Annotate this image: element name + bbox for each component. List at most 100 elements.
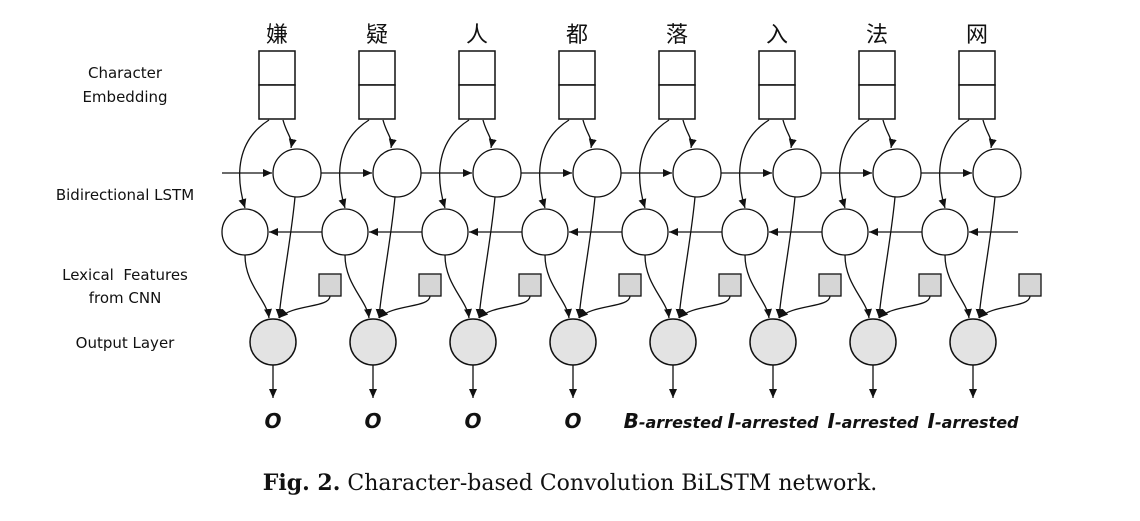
edge-embed-backward	[338, 119, 370, 209]
output-tag-prefix: O	[264, 409, 281, 433]
edge-embed-forward	[982, 119, 997, 149]
edge-embed-backward	[638, 119, 670, 209]
embedding-cell-top	[758, 50, 796, 86]
cnn-feature-square	[1018, 273, 1042, 297]
edge-backward-output	[544, 254, 572, 319]
cnn-feature-square	[718, 273, 742, 297]
backward-lstm-node	[221, 208, 269, 256]
edge-forward-output	[475, 196, 496, 319]
edge-forward-output	[575, 196, 596, 319]
edge-backward-output	[944, 254, 972, 319]
character-label: 法	[866, 23, 888, 48]
edge-cnn-output	[778, 295, 831, 319]
output-tag-suffix: -arrested	[935, 413, 1019, 432]
output-tag-prefix: I	[928, 409, 936, 433]
edge-embed-backward	[238, 119, 270, 209]
output-node	[749, 318, 797, 366]
label-lstm: Bidirectional LSTM	[56, 186, 194, 204]
output-tag-suffix: -arrested	[735, 413, 819, 432]
edge-embed-backward	[538, 119, 570, 209]
forward-lstm-node	[872, 148, 922, 198]
nodes	[221, 50, 1042, 366]
edge-backward-output	[344, 254, 372, 319]
column-text: 嫌O疑O人O都O落B-arrested入I-arrested法I-arreste…	[264, 23, 1019, 433]
character-label: 都	[566, 23, 588, 48]
output-node	[549, 318, 597, 366]
output-tag-prefix: I	[828, 409, 836, 433]
label-lexical-2: from CNN	[89, 289, 162, 307]
label-lexical-1: Lexical Features	[62, 266, 188, 284]
edge-backward-output	[844, 254, 872, 319]
character-label: 落	[666, 23, 688, 48]
character-label: 入	[766, 23, 788, 48]
embedding-cell-top	[258, 50, 296, 86]
output-node	[849, 318, 897, 366]
embedding-cell-top	[458, 50, 496, 86]
cnn-feature-square	[418, 273, 442, 297]
edge-forward-output	[675, 196, 696, 319]
figure-caption: Fig. 2. Character-based Convolution BiLS…	[0, 470, 1140, 496]
output-node	[649, 318, 697, 366]
backward-lstm-node	[421, 208, 469, 256]
edge-forward-output	[975, 196, 996, 319]
edge-cnn-output	[678, 295, 731, 319]
edge-embed-forward	[882, 119, 897, 149]
forward-lstm-node	[772, 148, 822, 198]
edge-cnn-output	[978, 295, 1031, 319]
edge-embed-forward	[382, 119, 397, 149]
embedding-cell-bottom	[958, 84, 996, 120]
edge-embed-backward	[738, 119, 770, 209]
character-label: 疑	[366, 23, 388, 48]
edge-embed-forward	[782, 119, 797, 149]
edge-embed-backward	[438, 119, 470, 209]
output-node	[949, 318, 997, 366]
output-tag: O	[564, 409, 581, 433]
edge-backward-output	[644, 254, 672, 319]
edge-backward-output	[244, 254, 272, 319]
backward-lstm-node	[621, 208, 669, 256]
cnn-feature-square	[518, 273, 542, 297]
edge-embed-forward	[582, 119, 597, 149]
edge-cnn-output	[378, 295, 431, 319]
edge-backward-output	[744, 254, 772, 319]
output-node	[249, 318, 297, 366]
edge-forward-output	[775, 196, 796, 319]
edge-embed-forward	[482, 119, 497, 149]
character-label: 网	[966, 23, 988, 48]
output-tag: I-arrested	[928, 409, 1020, 433]
edge-forward-output	[875, 196, 896, 319]
embedding-cell-top	[658, 50, 696, 86]
forward-lstm-node	[572, 148, 622, 198]
edge-embed-forward	[682, 119, 697, 149]
edge-cnn-output	[278, 295, 331, 319]
cnn-feature-square	[818, 273, 842, 297]
backward-lstm-node	[721, 208, 769, 256]
bilstm-diagram: Character Embedding Bidirectional LSTM L…	[56, 23, 1042, 433]
embedding-cell-bottom	[758, 84, 796, 120]
output-tag: O	[464, 409, 481, 433]
edge-embed-backward	[938, 119, 970, 209]
edge-forward-output	[275, 196, 296, 319]
output-tag: O	[364, 409, 381, 433]
output-tag-suffix: -arrested	[835, 413, 919, 432]
backward-lstm-node	[321, 208, 369, 256]
forward-lstm-node	[272, 148, 322, 198]
output-tag-prefix: O	[364, 409, 381, 433]
edge-cnn-output	[878, 295, 931, 319]
label-embedding-1: Character	[88, 64, 163, 82]
embedding-cell-bottom	[458, 84, 496, 120]
output-tag: O	[264, 409, 281, 433]
forward-lstm-node	[472, 148, 522, 198]
edge-embed-forward	[282, 119, 297, 149]
embedding-cell-top	[858, 50, 896, 86]
edge-cnn-output	[478, 295, 531, 319]
output-node	[449, 318, 497, 366]
output-tag-prefix: O	[564, 409, 581, 433]
output-tag: I-arrested	[828, 409, 920, 433]
embedding-cell-top	[358, 50, 396, 86]
backward-lstm-node	[521, 208, 569, 256]
embedding-cell-top	[558, 50, 596, 86]
output-tag-prefix: O	[464, 409, 481, 433]
embedding-cell-bottom	[258, 84, 296, 120]
embedding-cell-bottom	[558, 84, 596, 120]
